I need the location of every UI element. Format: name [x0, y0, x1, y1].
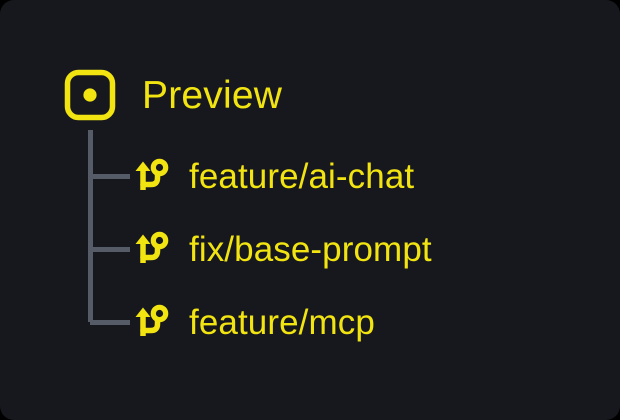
preview-square-dot-icon: [64, 69, 116, 121]
tree-branch-item[interactable]: feature/ai-chat: [129, 152, 414, 200]
tree-branch-label: fix/base-prompt: [189, 229, 432, 269]
tree-branch-label: feature/mcp: [189, 302, 375, 342]
tree-branch-item[interactable]: feature/mcp: [129, 298, 375, 346]
tree-root-label: Preview: [142, 73, 283, 117]
tree-root-node[interactable]: Preview: [64, 66, 282, 124]
git-branch-icon: [129, 227, 173, 271]
git-branch-icon: [129, 300, 173, 344]
tree-branch-item[interactable]: fix/base-prompt: [129, 225, 432, 273]
git-branch-icon: [129, 154, 173, 198]
tree-branch-label: feature/ai-chat: [189, 156, 415, 196]
